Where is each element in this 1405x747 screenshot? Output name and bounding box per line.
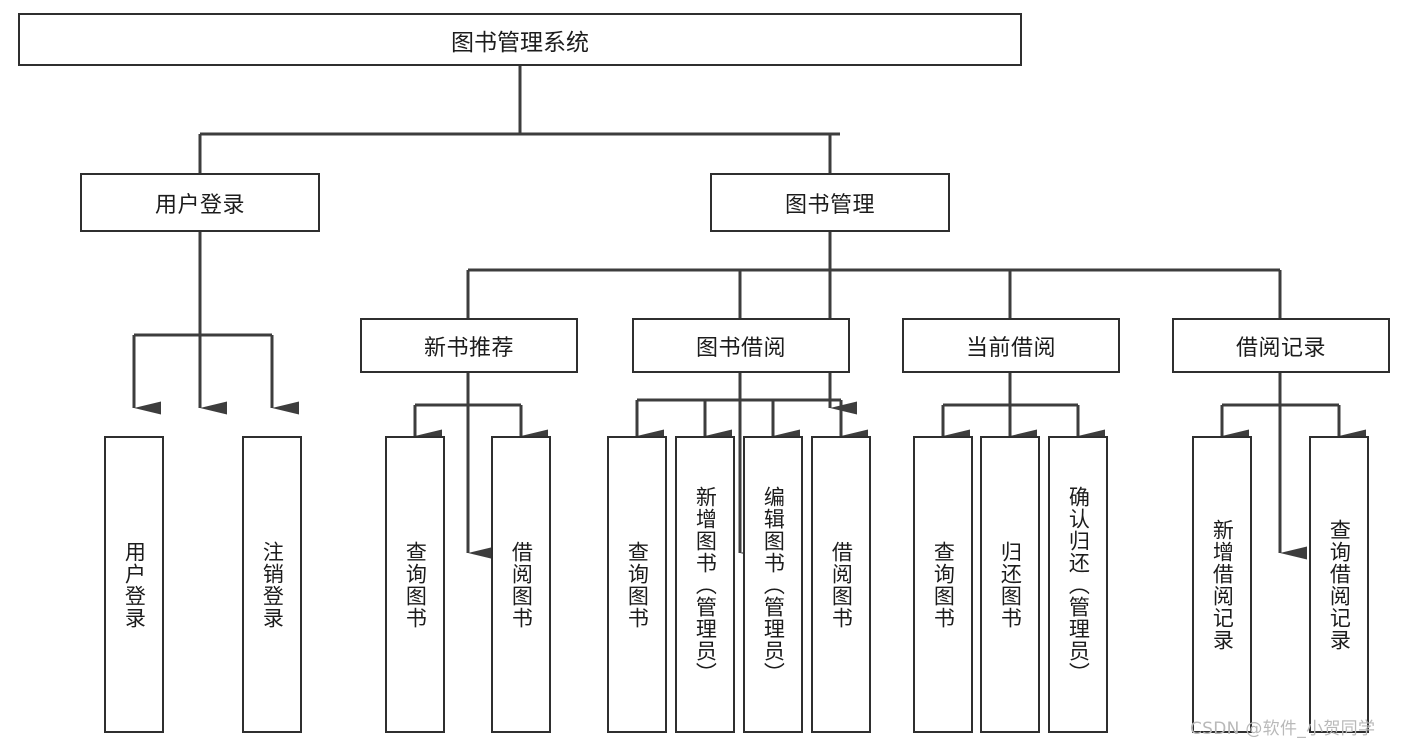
node-leaf-add-book[interactable]: 新增图书（管理员） <box>675 436 735 733</box>
node-leaf-borrow-book-2[interactable]: 借阅图书 <box>811 436 871 733</box>
node-current-borrow-label: 当前借阅 <box>965 335 1056 361</box>
node-leaf-query-book-1[interactable]: 查询图书 <box>385 436 445 733</box>
node-leaf-logout-login-label: 注销登录 <box>260 540 285 629</box>
node-leaf-query-book-1-label: 查询图书 <box>403 540 428 629</box>
node-borrow-record-label: 借阅记录 <box>1235 335 1326 361</box>
node-root[interactable]: 图书管理系统 <box>18 13 1022 66</box>
node-book-borrow[interactable]: 图书借阅 <box>632 318 850 373</box>
node-leaf-borrow-book-1-label: 借阅图书 <box>509 540 534 629</box>
node-user-login[interactable]: 用户登录 <box>80 173 320 232</box>
node-leaf-confirm-return[interactable]: 确认归还（管理员） <box>1048 436 1108 733</box>
node-leaf-edit-book-label: 编辑图书（管理员） <box>761 485 786 684</box>
node-root-label: 图书管理系统 <box>451 29 589 56</box>
node-book-management-label: 图书管理 <box>784 192 875 218</box>
node-leaf-query-record[interactable]: 查询借阅记录 <box>1309 436 1369 733</box>
node-leaf-add-record[interactable]: 新增借阅记录 <box>1192 436 1252 733</box>
node-book-management[interactable]: 图书管理 <box>710 173 950 232</box>
node-leaf-logout-login[interactable]: 注销登录 <box>242 436 302 733</box>
node-leaf-edit-book[interactable]: 编辑图书（管理员） <box>743 436 803 733</box>
node-leaf-return-book[interactable]: 归还图书 <box>980 436 1040 733</box>
node-leaf-add-book-label: 新增图书（管理员） <box>693 485 718 684</box>
node-leaf-add-record-label: 新增借阅记录 <box>1210 518 1235 651</box>
watermark: CSDN @软件_小贺同学 <box>1190 719 1376 739</box>
node-user-login-label: 用户登录 <box>154 192 245 218</box>
node-current-borrow[interactable]: 当前借阅 <box>902 318 1120 373</box>
node-leaf-query-record-label: 查询借阅记录 <box>1327 518 1352 651</box>
node-leaf-query-book-3[interactable]: 查询图书 <box>913 436 973 733</box>
node-leaf-borrow-book-2-label: 借阅图书 <box>829 540 854 629</box>
node-leaf-query-book-2[interactable]: 查询图书 <box>607 436 667 733</box>
node-leaf-confirm-return-label: 确认归还（管理员） <box>1066 485 1091 684</box>
node-borrow-record[interactable]: 借阅记录 <box>1172 318 1390 373</box>
node-leaf-user-login[interactable]: 用户登录 <box>104 436 164 733</box>
node-book-borrow-label: 图书借阅 <box>695 335 786 361</box>
node-leaf-query-book-3-label: 查询图书 <box>931 540 956 629</box>
node-new-book-recommend[interactable]: 新书推荐 <box>360 318 578 373</box>
node-leaf-return-book-label: 归还图书 <box>998 540 1023 629</box>
node-leaf-query-book-2-label: 查询图书 <box>625 540 650 629</box>
node-new-book-recommend-label: 新书推荐 <box>423 335 514 361</box>
node-leaf-user-login-label: 用户登录 <box>122 540 147 629</box>
node-leaf-borrow-book-1[interactable]: 借阅图书 <box>491 436 551 733</box>
